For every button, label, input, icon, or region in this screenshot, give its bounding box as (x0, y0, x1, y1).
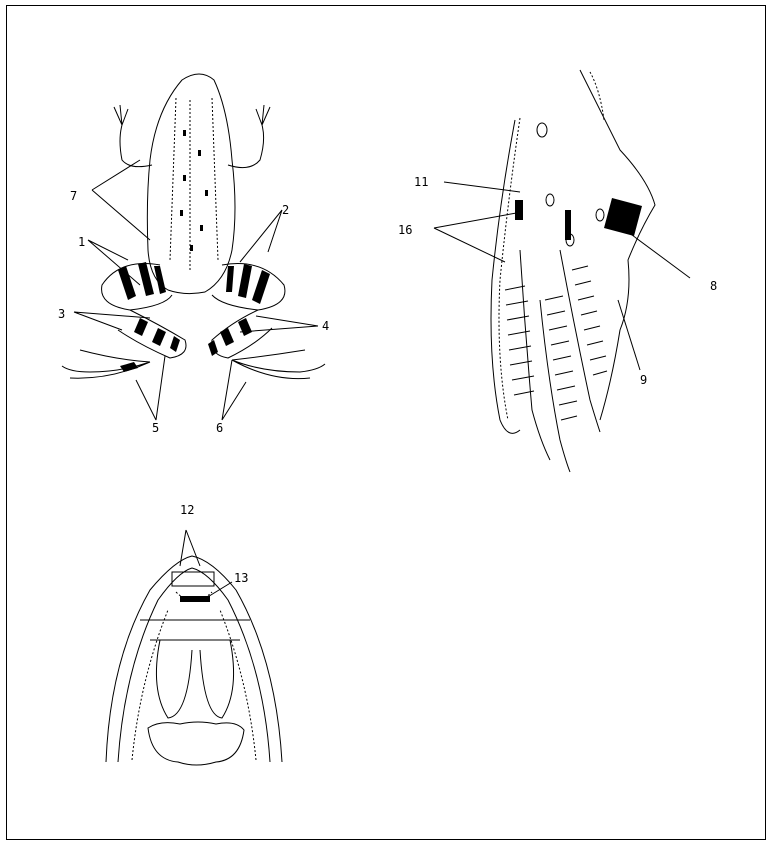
label-5: 5 (152, 421, 159, 435)
thigh-bands-right (226, 264, 270, 304)
gill-dark-tissue-2 (565, 210, 571, 240)
leader-7 (92, 160, 150, 240)
gill-pore-3 (596, 209, 604, 221)
dorsal-spots (180, 130, 208, 251)
head-outline-outer (106, 556, 282, 762)
label-8: 8 (710, 279, 717, 293)
forefoot-right (256, 105, 270, 125)
label-12: 12 (180, 503, 194, 517)
label-13: 13 (234, 571, 248, 585)
gill-outline-left (491, 120, 520, 433)
dorsal-stripe-left (170, 98, 176, 260)
jaw-dash-right (220, 610, 256, 760)
forefoot-left (114, 105, 128, 125)
shank-bands-left (134, 318, 180, 352)
hyoid-dark-center (180, 596, 210, 602)
gill-arch-central (540, 300, 570, 472)
gill-pore-1 (546, 194, 554, 206)
leader-2 (240, 210, 282, 262)
hyoid-plate (172, 572, 214, 586)
label-6: 6 (216, 421, 223, 435)
gill-outline-left-inner (499, 118, 520, 420)
gill-detail-figure: 11 16 8 9 (398, 70, 717, 472)
leader-6 (222, 360, 246, 420)
leader-13 (206, 582, 232, 598)
heart-region (148, 722, 244, 765)
leader-8 (628, 232, 690, 278)
leader-12 (180, 530, 200, 566)
thigh-bands-left (118, 262, 166, 300)
label-1: 1 (78, 235, 85, 249)
label-11: 11 (414, 175, 428, 189)
leader-9 (618, 300, 640, 370)
label-3: 3 (58, 307, 65, 321)
gill-dark-tissue-1 (515, 200, 523, 220)
hindfoot-right (232, 350, 325, 379)
lung-left (156, 640, 192, 718)
leader-11 (444, 182, 520, 192)
frog-dorsal-figure: 7 1 2 3 4 5 6 (58, 74, 329, 435)
head-ventral-figure: 12 13 (106, 503, 282, 765)
gill-arch-left (520, 250, 550, 460)
gill-arch-right (560, 250, 600, 432)
lung-right (200, 640, 234, 718)
shank-bands-right (208, 318, 252, 356)
forelimb-right (228, 125, 264, 168)
throat-crossbars (140, 620, 250, 640)
gill-outline-right (580, 70, 655, 420)
leader-1 (88, 240, 140, 285)
gill-hatched-block (604, 198, 642, 236)
label-16: 16 (398, 223, 412, 237)
dorsal-stripe-right (212, 98, 218, 260)
hindfoot-left-band (120, 362, 138, 372)
gill-filaments (505, 266, 607, 420)
frog-body (147, 74, 235, 294)
label-2: 2 (282, 203, 289, 217)
hindfoot-left (62, 350, 150, 378)
label-7: 7 (70, 189, 77, 203)
leader-16 (434, 212, 522, 262)
forelimb-left (120, 125, 152, 167)
gill-opening-small (537, 123, 547, 137)
label-9: 9 (640, 373, 647, 387)
label-4: 4 (322, 319, 329, 333)
leader-4 (240, 316, 318, 332)
